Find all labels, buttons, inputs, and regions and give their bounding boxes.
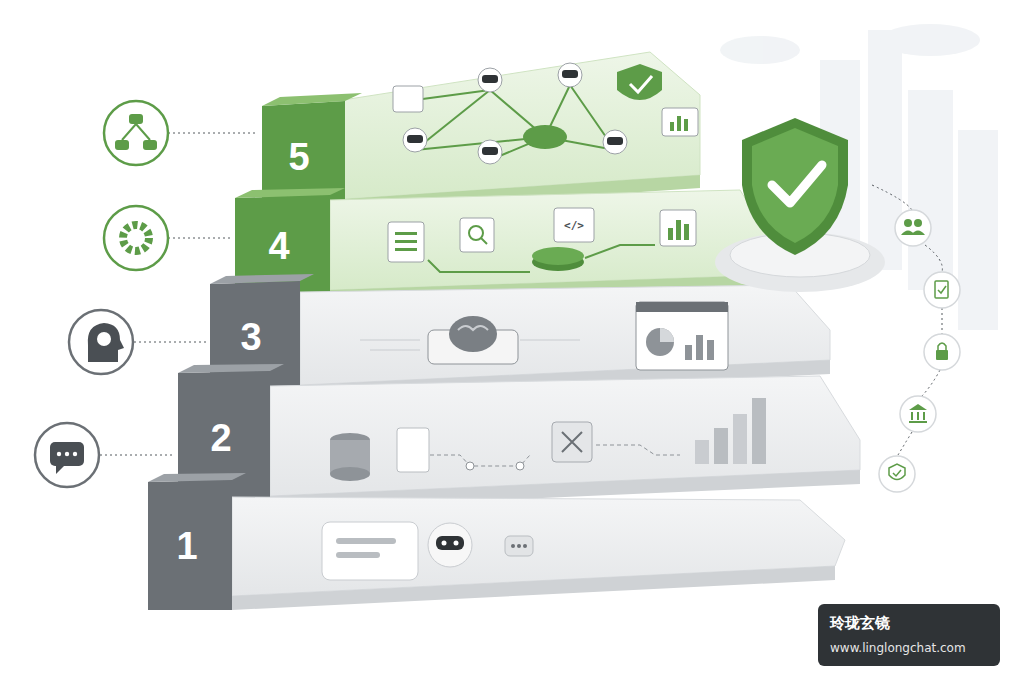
code-glyph: </> <box>564 220 584 231</box>
step-number: 5 <box>288 138 309 176</box>
step-number: 1 <box>176 527 197 565</box>
watermark-box: 玲珑玄镜 www.linglongchat.com <box>818 604 1000 666</box>
step-number: 3 <box>240 318 261 356</box>
step-number: 4 <box>268 227 289 265</box>
brand-url: www.linglongchat.com <box>830 639 988 657</box>
step-number: 2 <box>210 419 231 457</box>
brand-name: 玲珑玄镜 <box>830 613 988 633</box>
